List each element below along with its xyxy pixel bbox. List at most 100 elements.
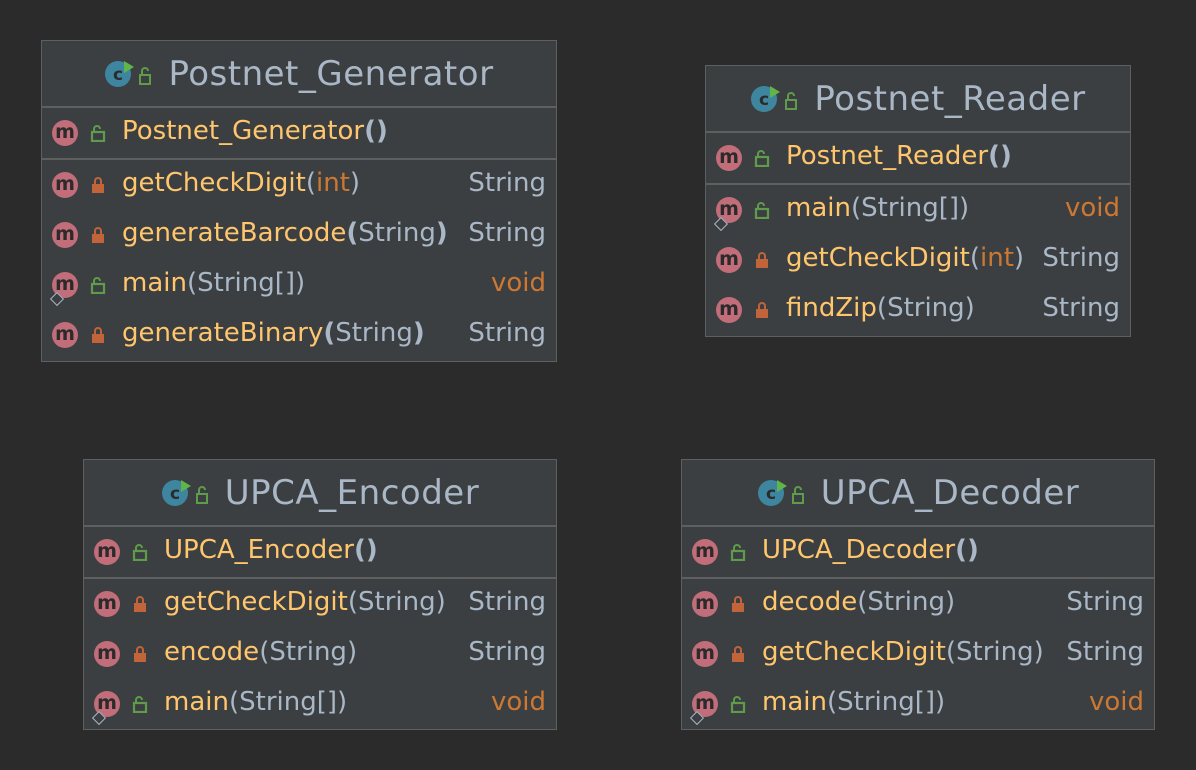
public-icon <box>754 202 770 219</box>
class-name: Postnet_Generator <box>168 53 494 94</box>
class-postnet-reader[interactable]: c Postnet_Reader m Postnet_Reader() m ma… <box>705 65 1131 337</box>
constructors-section: m Postnet_Reader() <box>706 133 1130 185</box>
private-lock-icon <box>92 327 104 343</box>
return-type: String <box>468 318 546 348</box>
method-name: encode <box>164 637 260 667</box>
constructor-name: UPCA_Decoder <box>762 535 956 565</box>
public-icon <box>730 544 746 561</box>
private-lock-icon <box>732 596 744 612</box>
method-icon: m <box>94 691 120 717</box>
class-icon: c <box>161 479 208 506</box>
method-icon: m <box>692 591 718 617</box>
return-type: String <box>1042 293 1120 323</box>
private-lock-icon <box>134 646 146 662</box>
method-param: String[] <box>239 687 338 717</box>
constructor-row[interactable]: m Postnet_Generator() <box>42 108 556 158</box>
private-lock-icon <box>134 596 146 612</box>
method-name: decode <box>762 587 858 617</box>
methods-section: m getCheckDigit(int) String m generateBa… <box>42 160 556 360</box>
method-row[interactable]: m decode(String) String <box>682 579 1154 629</box>
private-lock-icon <box>756 252 768 268</box>
method-icon: m <box>52 322 78 348</box>
svg-text:c: c <box>766 484 776 504</box>
method-name: getCheckDigit <box>762 637 946 667</box>
method-name: main <box>786 193 851 223</box>
method-param: String <box>887 293 965 323</box>
class-upca-decoder[interactable]: c UPCA_Decoder m UPCA_Decoder() m decode… <box>681 459 1155 730</box>
return-type: String <box>468 218 546 248</box>
method-param: String <box>867 587 945 617</box>
return-type: String <box>1066 587 1144 617</box>
method-name: generateBarcode <box>122 218 347 248</box>
return-type: String <box>468 168 546 198</box>
method-row[interactable]: m generateBinary(String) String <box>42 310 556 360</box>
method-param: String <box>358 587 436 617</box>
method-icon: m <box>94 539 120 565</box>
private-lock-icon <box>92 177 104 193</box>
method-row[interactable]: m main(String[]) void <box>42 260 556 310</box>
method-row[interactable]: m getCheckDigit(String) String <box>84 579 556 629</box>
method-row[interactable]: m main(String[]) void <box>706 185 1130 235</box>
return-type: String <box>1066 637 1144 667</box>
constructor-name: Postnet_Reader <box>786 141 989 171</box>
private-lock-icon <box>756 302 768 318</box>
class-header: c Postnet_Generator <box>42 41 556 108</box>
constructors-section: m UPCA_Encoder() <box>84 527 556 579</box>
constructors-section: m UPCA_Decoder() <box>682 527 1154 579</box>
method-row[interactable]: m getCheckDigit(int) String <box>706 235 1130 285</box>
method-name: getCheckDigit <box>786 243 970 273</box>
method-row[interactable]: m main(String[]) void <box>84 679 556 729</box>
public-icon <box>132 696 148 713</box>
methods-section: m getCheckDigit(String) String m encode(… <box>84 579 556 729</box>
public-icon <box>90 277 106 294</box>
method-name: main <box>762 687 827 717</box>
method-icon: m <box>716 247 742 273</box>
method-row[interactable]: m generateBarcode(String) String <box>42 210 556 260</box>
constructor-row[interactable]: m UPCA_Encoder() <box>84 527 556 577</box>
method-row[interactable]: m main(String[]) void <box>682 679 1154 729</box>
method-name: getCheckDigit <box>122 168 306 198</box>
method-param: int <box>316 168 350 198</box>
class-postnet-generator[interactable]: c Postnet_Generator m Postnet_Generator(… <box>41 40 557 362</box>
method-param: String <box>335 318 413 348</box>
return-type: void <box>490 687 546 717</box>
method-icon: m <box>94 591 120 617</box>
method-name: getCheckDigit <box>164 587 348 617</box>
public-icon <box>754 150 770 167</box>
class-upca-encoder[interactable]: c UPCA_Encoder m UPCA_Encoder() m getChe… <box>83 459 557 730</box>
methods-section: m main(String[]) void m getCheckDigit(in… <box>706 185 1130 335</box>
method-param: int <box>980 243 1014 273</box>
method-param: String[] <box>861 193 960 223</box>
method-param: String <box>358 218 436 248</box>
method-name: main <box>164 687 229 717</box>
method-row[interactable]: m getCheckDigit(String) String <box>682 629 1154 679</box>
svg-text:c: c <box>759 90 769 110</box>
constructors-section: m Postnet_Generator() <box>42 108 556 160</box>
class-icon: c <box>105 60 152 87</box>
method-name: generateBinary <box>122 318 324 348</box>
method-param: String <box>269 637 347 667</box>
constructor-row[interactable]: m UPCA_Decoder() <box>682 527 1154 577</box>
private-lock-icon <box>92 227 104 243</box>
method-param: String <box>956 637 1034 667</box>
constructor-row[interactable]: m Postnet_Reader() <box>706 133 1130 183</box>
method-icon: m <box>52 222 78 248</box>
class-header: c UPCA_Encoder <box>84 460 556 527</box>
method-row[interactable]: m encode(String) String <box>84 629 556 679</box>
public-icon <box>132 544 148 561</box>
method-icon: m <box>52 172 78 198</box>
method-icon: m <box>692 641 718 667</box>
public-icon <box>730 696 746 713</box>
svg-text:c: c <box>170 484 180 504</box>
svg-text:c: c <box>113 65 123 85</box>
method-row[interactable]: m findZip(String) String <box>706 285 1130 335</box>
constructor-name: UPCA_Encoder <box>164 535 354 565</box>
public-icon <box>90 125 106 142</box>
return-type: String <box>468 637 546 667</box>
method-name: main <box>122 268 187 298</box>
class-icon: c <box>757 479 804 506</box>
method-icon: m <box>692 539 718 565</box>
method-row[interactable]: m getCheckDigit(int) String <box>42 160 556 210</box>
private-lock-icon <box>732 646 744 662</box>
class-name: UPCA_Encoder <box>224 472 480 513</box>
